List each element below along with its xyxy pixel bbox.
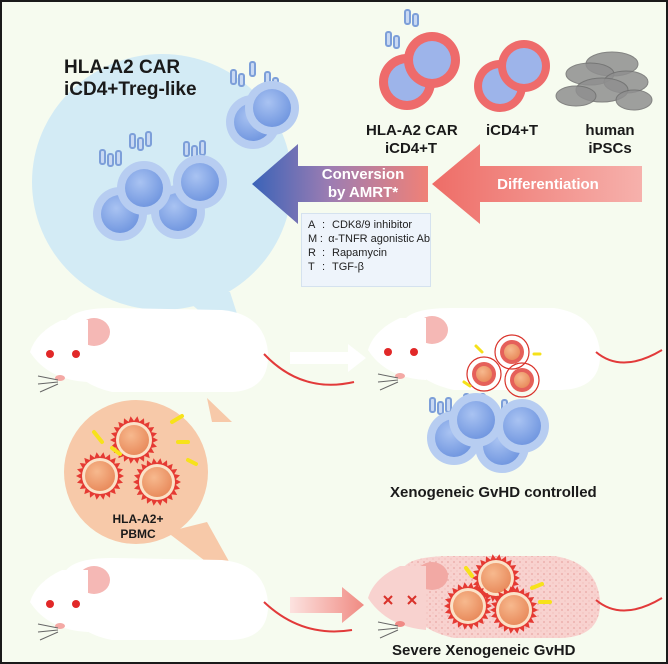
legend-text: CDK8/9 inhibitor <box>332 219 413 231</box>
legend-key: T <box>308 261 315 273</box>
conversion-arrow <box>252 144 428 224</box>
pbmc-cell <box>444 582 492 630</box>
ipsc-label: human iPSCs <box>578 122 642 158</box>
pbmc-label: HLA-A2+ PBMC <box>106 512 170 542</box>
treg-title: HLA-A2 CAR iCD4+Treg-like <box>64 57 197 101</box>
pbmc-cell <box>490 586 538 634</box>
treg-cells-controlled <box>427 393 549 473</box>
conversion-label-line2: by AMRT* <box>327 184 399 201</box>
outcome-arrow-pink <box>290 587 364 623</box>
pbmc-cells-severe <box>444 554 552 634</box>
ipsc-colony <box>555 51 653 111</box>
treg-like-cells <box>93 61 299 241</box>
pbmc-cells <box>76 414 198 506</box>
activation-mark <box>186 458 198 466</box>
legend-row: T: TGF-β <box>308 260 430 274</box>
mouse-controlled <box>368 308 663 398</box>
legend-row: A: CDK8/9 inhibitor <box>308 218 430 232</box>
legend-separator: : <box>319 233 323 245</box>
legend-text: α-TNFR agonistic Ab <box>328 233 430 245</box>
ipsc-label-line1: human <box>585 122 635 139</box>
pbmc-label-line2: PBMC <box>120 527 156 541</box>
outcome-severe-label: Severe Xenogeneic GvHD <box>392 642 576 659</box>
pbmc-cell <box>133 458 181 506</box>
legend-key: R <box>308 247 316 259</box>
icd4t-cells <box>474 40 550 112</box>
car-cd4-label-line1: HLA-A2 CAR <box>366 122 458 139</box>
activation-mark <box>110 446 122 456</box>
legend-row: M: α-TNFR agonistic Ab <box>308 232 430 246</box>
outcome-controlled-label: Xenogeneic GvHD controlled <box>390 484 597 501</box>
pbmc-cell <box>76 452 124 500</box>
outcome-arrow-white <box>290 344 366 372</box>
icd4t-label: iCD4+T <box>485 122 539 139</box>
legend-text: Rapamycin <box>332 247 388 259</box>
legend-separator: : <box>322 219 326 231</box>
legend-key: M <box>308 233 318 245</box>
activation-mark <box>170 414 184 424</box>
treg-title-line1: HLA-A2 CAR <box>64 57 181 78</box>
pbmc-cell <box>472 554 520 602</box>
legend-text: TGF-β <box>332 261 364 273</box>
activation-mark <box>92 430 104 444</box>
legend-separator: : <box>322 261 326 273</box>
activation-mark <box>464 566 474 578</box>
pbmc-label-line1: HLA-A2+ <box>112 512 164 526</box>
activation-mark <box>530 582 544 590</box>
car-cd4-label-line2: iCD4+T <box>384 140 438 157</box>
legend-separator: : <box>322 247 326 259</box>
conversion-label: Conversion by AMRT* <box>304 166 422 202</box>
differentiation-label: Differentiation <box>497 176 599 193</box>
mouse-recipient-treg <box>30 308 355 393</box>
legend-row: R: Rapamycin <box>308 246 430 260</box>
pbmc-cell <box>110 416 158 464</box>
mouse-recipient-pbmc <box>30 558 353 641</box>
conversion-label-line1: Conversion <box>321 166 405 183</box>
treg-title-line2: iCD4+Treg-like <box>64 79 197 100</box>
differentiation-arrow <box>432 144 642 224</box>
ipsc-label-line2: iPSCs <box>588 140 632 157</box>
legend-key: A <box>308 219 316 231</box>
car-cd4-cells <box>379 9 460 110</box>
car-cd4-label: HLA-A2 CAR iCD4+T <box>366 122 458 158</box>
